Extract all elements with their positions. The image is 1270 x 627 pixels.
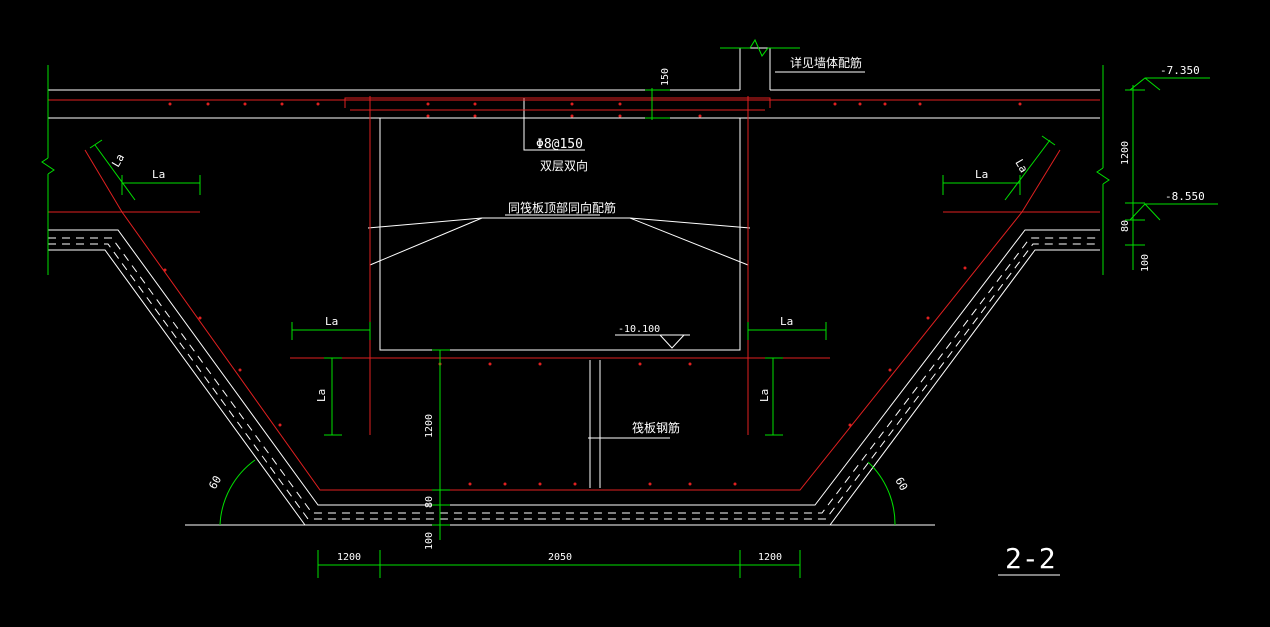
la-mid-right: La — [780, 315, 793, 328]
la-vert-left: La — [315, 389, 328, 402]
dimension-lines — [41, 38, 1218, 578]
dim-150: 150 — [660, 68, 671, 86]
dim-80-bottom: 80 — [424, 496, 435, 508]
rebar-lines — [48, 96, 1100, 491]
angle-left: 60 — [206, 474, 224, 492]
section-title: 2-2 — [1005, 542, 1056, 575]
raft-top-note: 同筏板顶部同向配筋 — [508, 200, 616, 215]
elevation-pit: -10.100 — [618, 324, 660, 335]
wall-rebar-note: 详见墙体配筋 — [790, 55, 862, 70]
rebar-layer: 双层双向 — [540, 158, 588, 173]
dim-100-bottom: 100 — [424, 532, 435, 550]
dim-1200-pit: 1200 — [424, 414, 435, 438]
la-right-diag: La — [1012, 157, 1030, 175]
la-left-top: La — [152, 168, 165, 181]
dim-100-right: 100 — [1140, 254, 1151, 272]
angle-right: 60 — [892, 475, 910, 493]
annotations: 详见墙体配筋 150 Φ8@150 双层双向 同筏板顶部同向配筋 -7.350 … — [109, 55, 1204, 575]
dim-bottom-mid: 2050 — [548, 552, 572, 563]
la-left-diag: La — [109, 152, 127, 170]
waterproof-layers — [48, 237, 1100, 520]
dim-80-right: 80 — [1120, 220, 1131, 232]
dim-bottom-right: 1200 — [758, 552, 782, 563]
elevation-top: -7.350 — [1160, 64, 1200, 77]
rebar-dots — [163, 102, 1022, 486]
dim-bottom-left: 1200 — [337, 552, 361, 563]
rebar-spec: Φ8@150 — [536, 137, 583, 152]
concrete-outline — [48, 47, 1100, 576]
elevation-mid: -8.550 — [1165, 190, 1205, 203]
la-mid-left: La — [325, 315, 338, 328]
la-vert-right: La — [758, 389, 771, 402]
la-right-top: La — [975, 168, 988, 181]
dim-1200-right: 1200 — [1120, 141, 1131, 165]
raft-rebar-label: 筏板钢筋 — [632, 420, 680, 435]
